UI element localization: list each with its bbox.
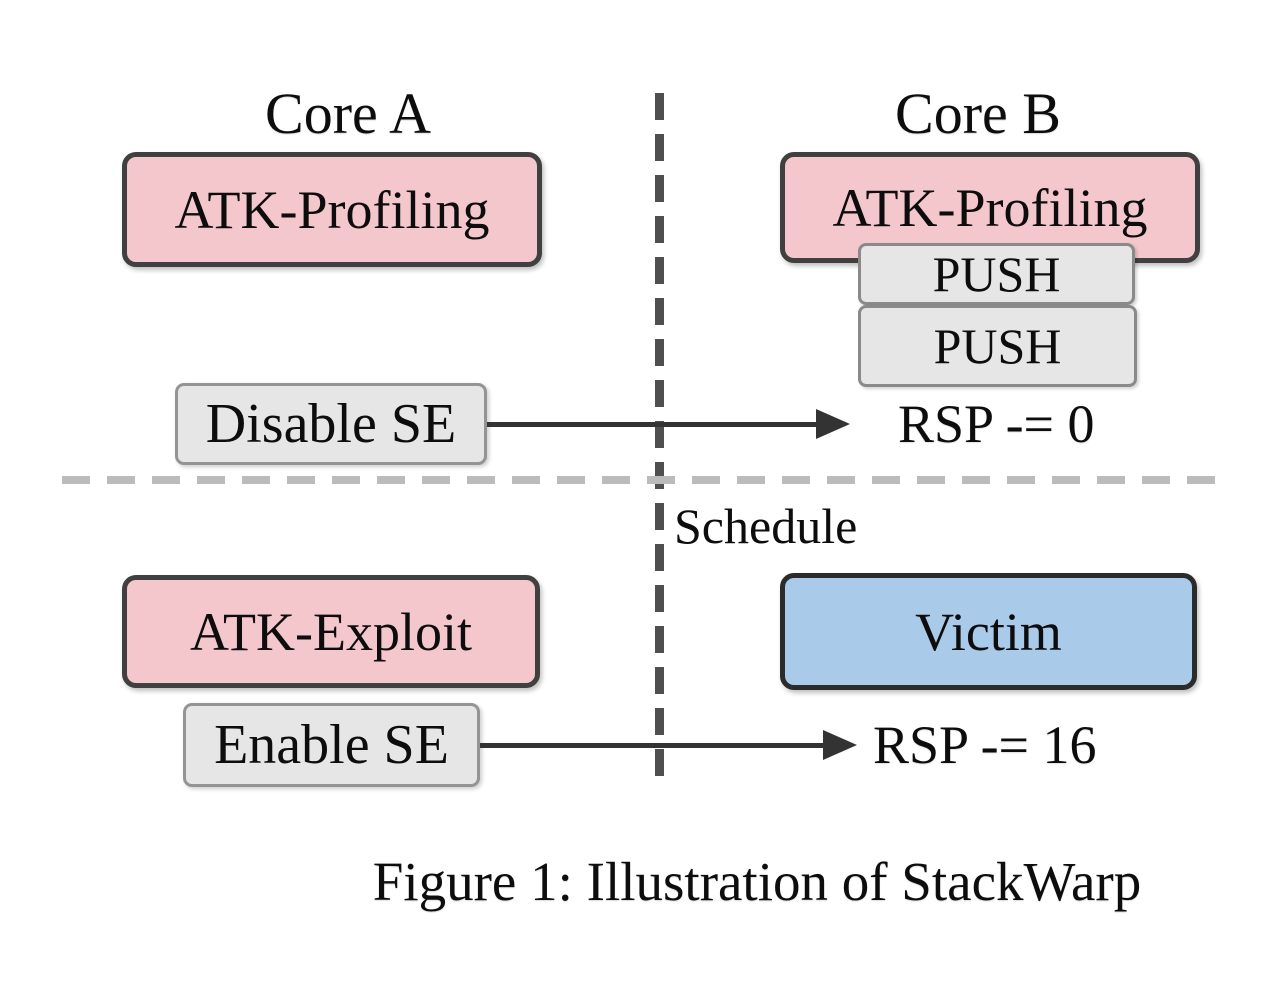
push-box-2: PUSH	[858, 305, 1137, 387]
atk-profiling-box-core-a: ATK-Profiling	[122, 152, 542, 267]
arrow-shaft	[480, 743, 825, 748]
core-b-title: Core B	[895, 81, 1061, 146]
arrow-head-icon	[816, 409, 850, 439]
victim-box: Victim	[780, 573, 1197, 690]
phase-divider-dashed-line	[62, 476, 1222, 484]
push-box-1: PUSH	[858, 243, 1135, 305]
core-divider-dashed-line	[655, 93, 664, 783]
arrow-shaft	[487, 422, 818, 427]
rsp-effect-bottom: RSP -= 16	[873, 715, 1097, 775]
core-a-title: Core A	[265, 81, 431, 146]
enable-se-arrow	[480, 730, 857, 760]
arrow-head-icon	[823, 730, 857, 760]
rsp-effect-top: RSP -= 0	[898, 394, 1095, 454]
atk-exploit-box: ATK-Exploit	[122, 575, 540, 688]
disable-se-arrow	[487, 409, 850, 439]
schedule-label: Schedule	[674, 498, 858, 554]
figure-caption: Figure 1: Illustration of StackWarp	[372, 851, 1142, 912]
enable-se-box: Enable SE	[183, 703, 480, 787]
disable-se-box: Disable SE	[175, 383, 487, 465]
